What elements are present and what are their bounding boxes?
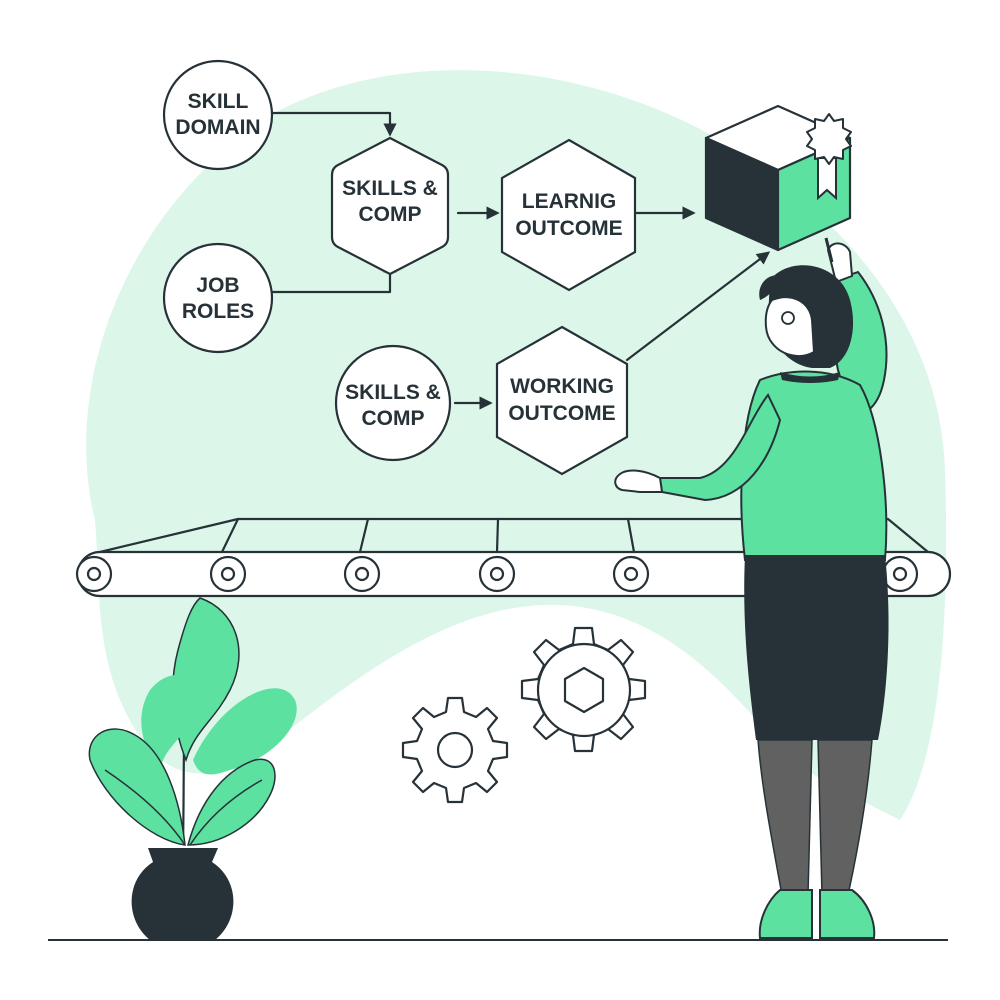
conveyor-belt-icon xyxy=(75,517,952,598)
node-job-roles: JOB ROLES xyxy=(162,242,274,354)
node-learning-outcome-line1: LEARNIG xyxy=(522,190,617,213)
node-job-roles-line1: JOB xyxy=(196,274,239,297)
gear-icon xyxy=(401,626,647,804)
node-working-outcome-line2: OUTCOME xyxy=(508,402,615,425)
person-icon xyxy=(614,237,889,939)
node-learning-outcome-line2: OUTCOME xyxy=(515,217,622,240)
node-skills-comp-bottom-line2: COMP xyxy=(362,407,425,430)
node-skills-comp-top: SKILLS & COMP xyxy=(330,136,450,276)
node-skill-domain: SKILL DOMAIN xyxy=(162,59,274,171)
node-skill-domain-line1: SKILL xyxy=(188,90,249,113)
node-skill-domain-line2: DOMAIN xyxy=(175,116,260,139)
plant-icon xyxy=(88,597,297,940)
node-working-outcome: WORKING OUTCOME xyxy=(495,325,629,476)
node-working-outcome-line1: WORKING xyxy=(510,375,614,398)
node-skills-comp-top-line2: COMP xyxy=(359,203,422,226)
node-skills-comp-top-line1: SKILLS & xyxy=(342,177,438,200)
node-job-roles-line2: ROLES xyxy=(182,300,254,323)
node-learning-outcome: LEARNIG OUTCOME xyxy=(500,138,637,292)
node-skills-comp-bottom: SKILLS & COMP xyxy=(334,344,452,462)
box-icon xyxy=(704,104,852,252)
badge-icon xyxy=(806,113,852,201)
node-skills-comp-bottom-line1: SKILLS & xyxy=(345,381,441,404)
